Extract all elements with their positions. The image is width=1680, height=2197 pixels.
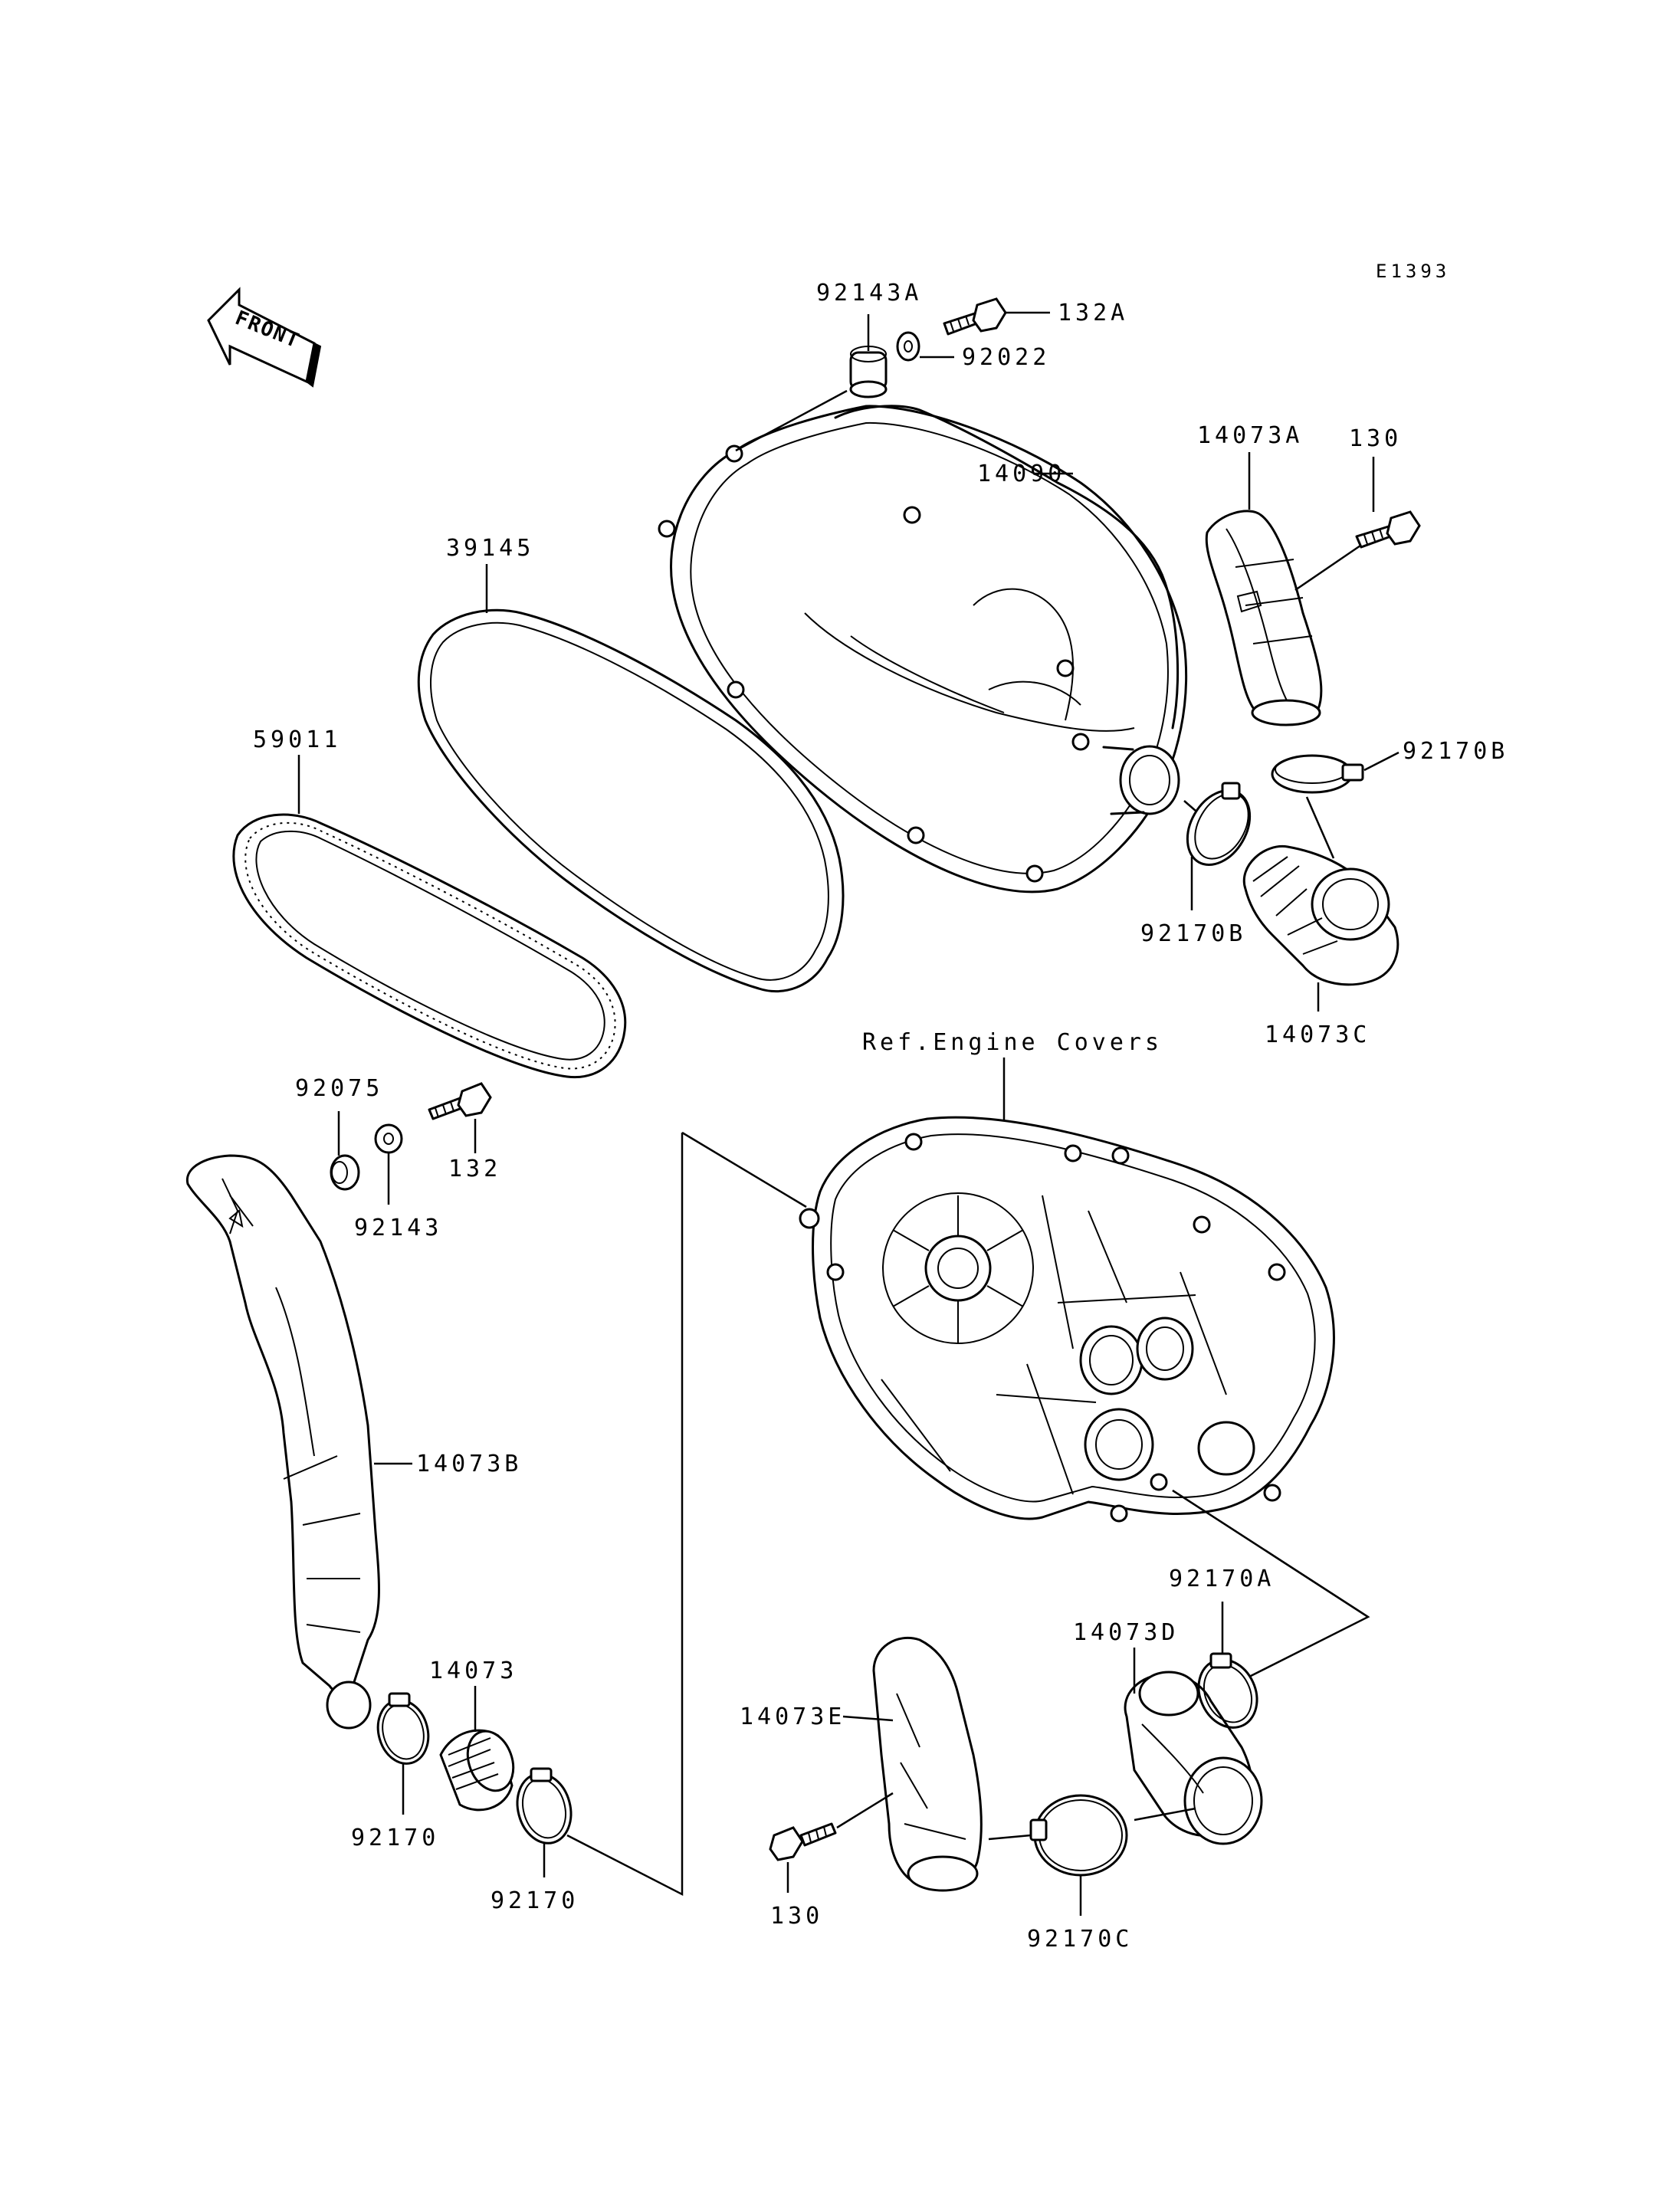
label-92170C: 92170C	[1027, 1926, 1133, 1953]
coupler-14073	[439, 1729, 515, 1812]
label-132A: 132A	[1058, 300, 1128, 326]
label-92170A: 92170A	[1169, 1566, 1275, 1592]
engine-cover	[799, 1116, 1335, 1523]
clamp-92170-b	[516, 1767, 573, 1844]
clamp-92170A	[1197, 1652, 1258, 1729]
bushing-92143A	[849, 346, 888, 398]
label-92170B-left: 92170B	[1140, 920, 1246, 947]
label-130-top: 130	[1349, 425, 1402, 452]
elbow-14073C	[1242, 844, 1399, 986]
label-14073B: 14073B	[416, 1451, 522, 1477]
elbow-14073D	[1124, 1671, 1263, 1845]
label-132: 132	[448, 1156, 501, 1182]
bolt-132A	[943, 297, 1007, 336]
duct-14073E	[872, 1636, 983, 1892]
duct-14073B	[185, 1154, 380, 1730]
label-92143: 92143	[354, 1215, 442, 1241]
label-14073A: 14073A	[1197, 422, 1303, 449]
label-14073C: 14073C	[1265, 1021, 1370, 1048]
gasket-39145	[417, 608, 845, 993]
label-ref-engine-covers: Ref.Engine Covers	[862, 1029, 1163, 1056]
label-92170B-right: 92170B	[1403, 738, 1508, 765]
bolt-130-top	[1355, 510, 1421, 549]
washer-92022	[896, 331, 920, 362]
clamp-92170C	[1029, 1794, 1128, 1877]
label-92022: 92022	[962, 344, 1050, 371]
label-130-bottom: 130	[770, 1903, 823, 1930]
label-14073D: 14073D	[1073, 1619, 1179, 1646]
front-arrow-icon: FRONT	[207, 287, 322, 388]
bolt-130-bottom	[769, 1822, 837, 1861]
bolt-132	[428, 1082, 492, 1120]
label-92170-a: 92170	[351, 1825, 439, 1851]
label-92075: 92075	[295, 1075, 383, 1102]
label-39145: 39145	[446, 535, 534, 562]
washer-92143	[374, 1123, 403, 1154]
cover-14090	[658, 405, 1188, 894]
label-92143A: 92143A	[816, 280, 922, 307]
clamp-92170B-left	[1186, 782, 1252, 866]
belt-59011	[232, 813, 627, 1079]
clamp-92170B-right	[1271, 754, 1364, 794]
diagram-code: E1393	[1376, 261, 1450, 282]
label-92170-b: 92170	[491, 1887, 579, 1914]
duct-14073A	[1205, 510, 1323, 726]
label-59011: 59011	[253, 726, 341, 753]
label-14073: 14073	[429, 1658, 517, 1684]
label-14073E: 14073E	[740, 1703, 845, 1730]
label-14090: 14090	[977, 461, 1065, 487]
clamp-92170-a	[376, 1692, 430, 1765]
bushing-92075	[330, 1154, 360, 1191]
